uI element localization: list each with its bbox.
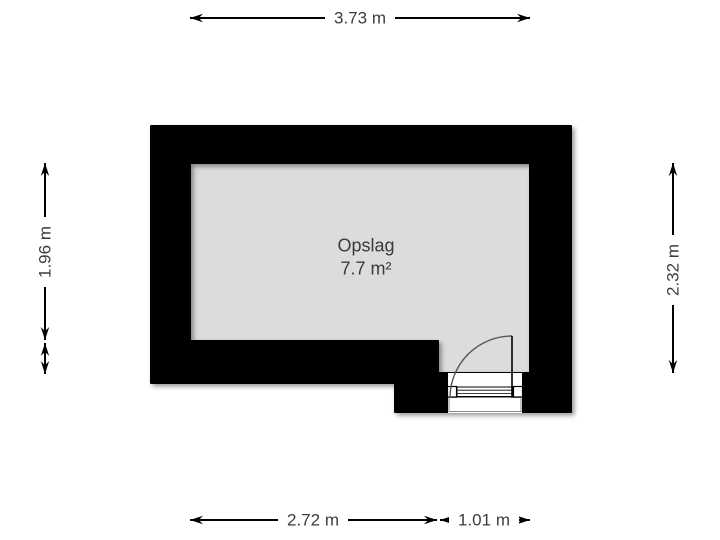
room-name: Opslag: [337, 235, 395, 256]
door: [446, 335, 524, 413]
wall-shape: [150, 125, 572, 413]
floor-shape: [190, 163, 530, 373]
room-area: 7.7 m²: [340, 259, 392, 279]
room-label: Opslag 7.7 m²: [337, 235, 394, 282]
dimension-label-bottom-left: 2.72 m: [278, 507, 348, 533]
dimension-label-left: 1.96 m: [32, 217, 58, 287]
door-step: [448, 397, 522, 412]
door-post-left: [446, 385, 458, 398]
door-post-right: [512, 385, 524, 398]
door-swing-arc: [449, 335, 513, 399]
dimension-label-top: 3.73 m: [325, 5, 395, 31]
door-threshold: [456, 386, 514, 397]
dimension-label-right: 2.32 m: [660, 235, 686, 305]
dimension-label-bottom-right: 1.01 m: [449, 507, 519, 533]
